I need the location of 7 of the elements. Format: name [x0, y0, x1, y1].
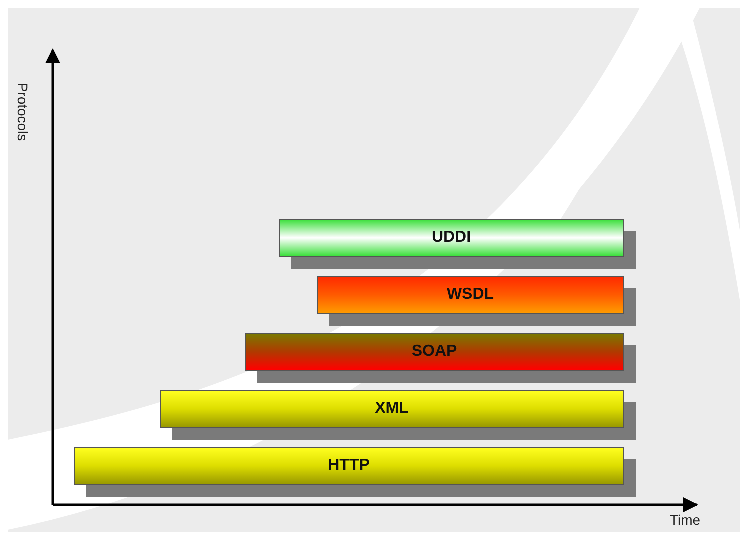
protocol-bar: XML: [160, 390, 624, 428]
protocol-bar: UDDI: [279, 219, 624, 257]
protocol-bar: WSDL: [317, 276, 624, 314]
axis-title: Protocols: [15, 82, 31, 144]
protocol-bar: HTTP: [74, 447, 624, 485]
protocol-bar: SOAP: [245, 333, 624, 371]
axis-title: Time: [670, 512, 701, 528]
